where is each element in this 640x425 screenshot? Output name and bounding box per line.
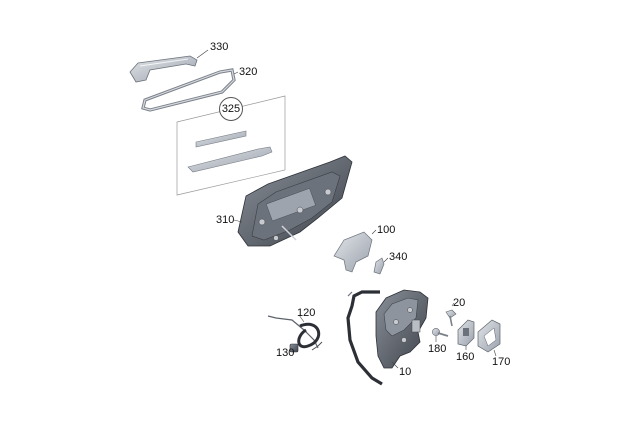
callout-320[interactable]: 320 <box>239 66 258 78</box>
screw-180[interactable] <box>432 328 449 337</box>
leader-340 <box>383 257 389 263</box>
striker-160[interactable] <box>457 319 475 347</box>
callout-330[interactable]: 330 <box>210 41 229 53</box>
leader-310 <box>233 219 243 223</box>
seal-kit-frame-325[interactable] <box>176 95 286 196</box>
striker-plate-170[interactable] <box>477 319 501 353</box>
door-handle-330[interactable] <box>129 55 198 83</box>
callout-160[interactable]: 160 <box>456 351 475 363</box>
clip-340[interactable] <box>373 257 385 275</box>
callout-100[interactable]: 100 <box>377 224 396 236</box>
grommet-130[interactable] <box>289 343 299 353</box>
callout-10[interactable]: 10 <box>399 366 412 378</box>
cover-cap-100[interactable] <box>333 231 373 273</box>
leader-100 <box>371 229 377 235</box>
leader-10 <box>391 361 399 369</box>
leader-170 <box>493 349 497 357</box>
callout-310[interactable]: 310 <box>216 214 235 226</box>
leader-120 <box>298 314 305 323</box>
callout-180[interactable]: 180 <box>428 343 447 355</box>
leader-320 <box>233 71 239 75</box>
callout-170[interactable]: 170 <box>492 356 511 368</box>
callout-340[interactable]: 340 <box>389 251 408 263</box>
door-lock-10[interactable] <box>375 289 429 369</box>
callout-130[interactable]: 130 <box>276 347 295 359</box>
bowden-cable-120[interactable] <box>267 315 323 351</box>
callout-120[interactable]: 120 <box>297 307 316 319</box>
leader-330 <box>196 49 209 59</box>
bolt-20[interactable] <box>445 309 457 327</box>
leader-130 <box>291 349 295 353</box>
callout-20[interactable]: 20 <box>453 297 466 309</box>
callout-325[interactable]: 325 <box>219 97 243 121</box>
lock-cable <box>346 290 383 386</box>
handle-bezel-320[interactable] <box>141 68 236 112</box>
leader-20 <box>451 302 455 307</box>
handle-carrier-310[interactable] <box>237 155 353 247</box>
